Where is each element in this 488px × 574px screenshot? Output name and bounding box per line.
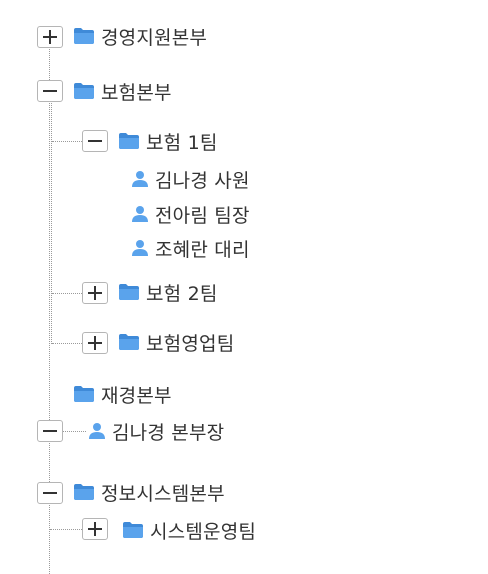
tree-connector [52, 343, 82, 344]
folder-icon [123, 522, 143, 538]
person-icon [132, 171, 148, 187]
tree-node-boheom-1team[interactable]: 보험 1팀 [118, 128, 218, 154]
folder-icon [74, 386, 94, 402]
collapse-toggle[interactable] [37, 80, 63, 102]
expand-toggle[interactable] [82, 518, 108, 540]
tree-node-person[interactable]: 김나경 본부장 [88, 418, 224, 444]
tree-node-system-ops-team[interactable]: 시스템운영팀 [122, 517, 256, 543]
folder-icon [74, 28, 94, 44]
tree-node-label: 보험 2팀 [146, 282, 218, 305]
tree-connector [50, 529, 82, 530]
tree-node-label: 김나경 본부장 [112, 421, 225, 444]
tree-node-person[interactable]: 김나경 사원 [131, 166, 250, 192]
expand-toggle[interactable] [37, 26, 63, 48]
person-icon [132, 240, 148, 256]
tree-connector [51, 103, 52, 344]
tree-node-label: 시스템운영팀 [150, 520, 257, 543]
tree-node-jaegyeong[interactable]: 재경본부 [73, 381, 172, 407]
tree-node-label: 경영지원본부 [101, 26, 208, 49]
person-icon [89, 423, 105, 439]
tree-node-person[interactable]: 전아림 팀장 [131, 201, 250, 227]
tree-node-label: 김나경 사원 [155, 169, 250, 192]
tree-connector [62, 431, 86, 432]
expand-toggle[interactable] [82, 282, 108, 304]
tree-node-gyeongyeong[interactable]: 경영지원본부 [73, 23, 207, 49]
tree-node-label: 조혜란 대리 [155, 238, 250, 261]
folder-icon [119, 133, 139, 149]
tree-connector [52, 293, 82, 294]
tree-node-boheom-2team[interactable]: 보험 2팀 [118, 279, 218, 305]
person-icon [132, 206, 148, 222]
minus-icon [43, 430, 57, 432]
tree-node-label: 정보시스템본부 [101, 482, 225, 505]
tree-node-label: 보험영업팀 [146, 332, 235, 355]
folder-icon [119, 284, 139, 300]
folder-icon [74, 484, 94, 500]
folder-icon [74, 83, 94, 99]
minus-icon [88, 140, 102, 142]
tree-connector [49, 49, 50, 574]
tree-node-label: 재경본부 [101, 384, 172, 407]
collapse-toggle[interactable] [37, 420, 63, 442]
minus-icon [43, 492, 57, 494]
expand-toggle[interactable] [82, 332, 108, 354]
tree-node-label: 보험본부 [101, 81, 172, 104]
folder-icon [119, 334, 139, 350]
tree-node-person[interactable]: 조혜란 대리 [131, 235, 250, 261]
tree-node-boheom-bonbu[interactable]: 보험본부 [73, 78, 172, 104]
collapse-toggle[interactable] [82, 130, 108, 152]
tree-connector [52, 141, 82, 142]
tree-node-boheom-sales-team[interactable]: 보험영업팀 [118, 329, 234, 355]
tree-node-info-system[interactable]: 정보시스템본부 [73, 479, 225, 505]
tree-node-label: 보험 1팀 [146, 131, 218, 154]
tree-node-label: 전아림 팀장 [155, 204, 250, 227]
collapse-toggle[interactable] [37, 482, 63, 504]
minus-icon [43, 90, 57, 92]
